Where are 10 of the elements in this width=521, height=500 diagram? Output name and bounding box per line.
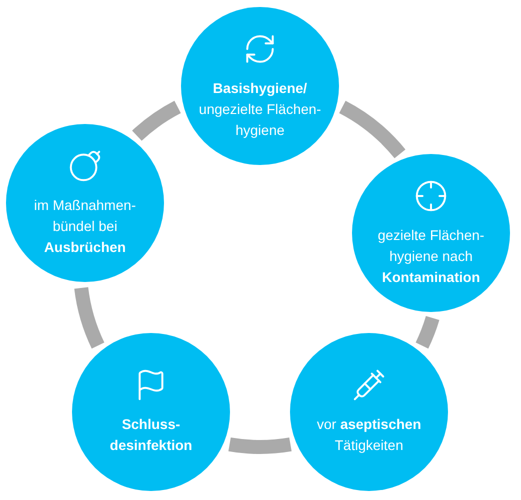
ring-connector xyxy=(338,100,406,159)
step-label: im Maßnahmen- bündel bei Ausbrüchen xyxy=(33,196,137,256)
step-label: vor aseptischen Tätigkeiten xyxy=(316,415,422,455)
step-label: Schluss- desinfektion xyxy=(108,415,194,455)
ring-connector xyxy=(228,437,292,454)
ring-connector xyxy=(416,316,440,348)
step-label: gezielte Flächen- hygiene nach Kontamination xyxy=(376,226,486,286)
step-label: Basishygiene/ ungezielte Flächen- hygiene xyxy=(198,78,322,140)
ring-connector xyxy=(74,286,104,348)
ring-connector xyxy=(132,100,182,141)
